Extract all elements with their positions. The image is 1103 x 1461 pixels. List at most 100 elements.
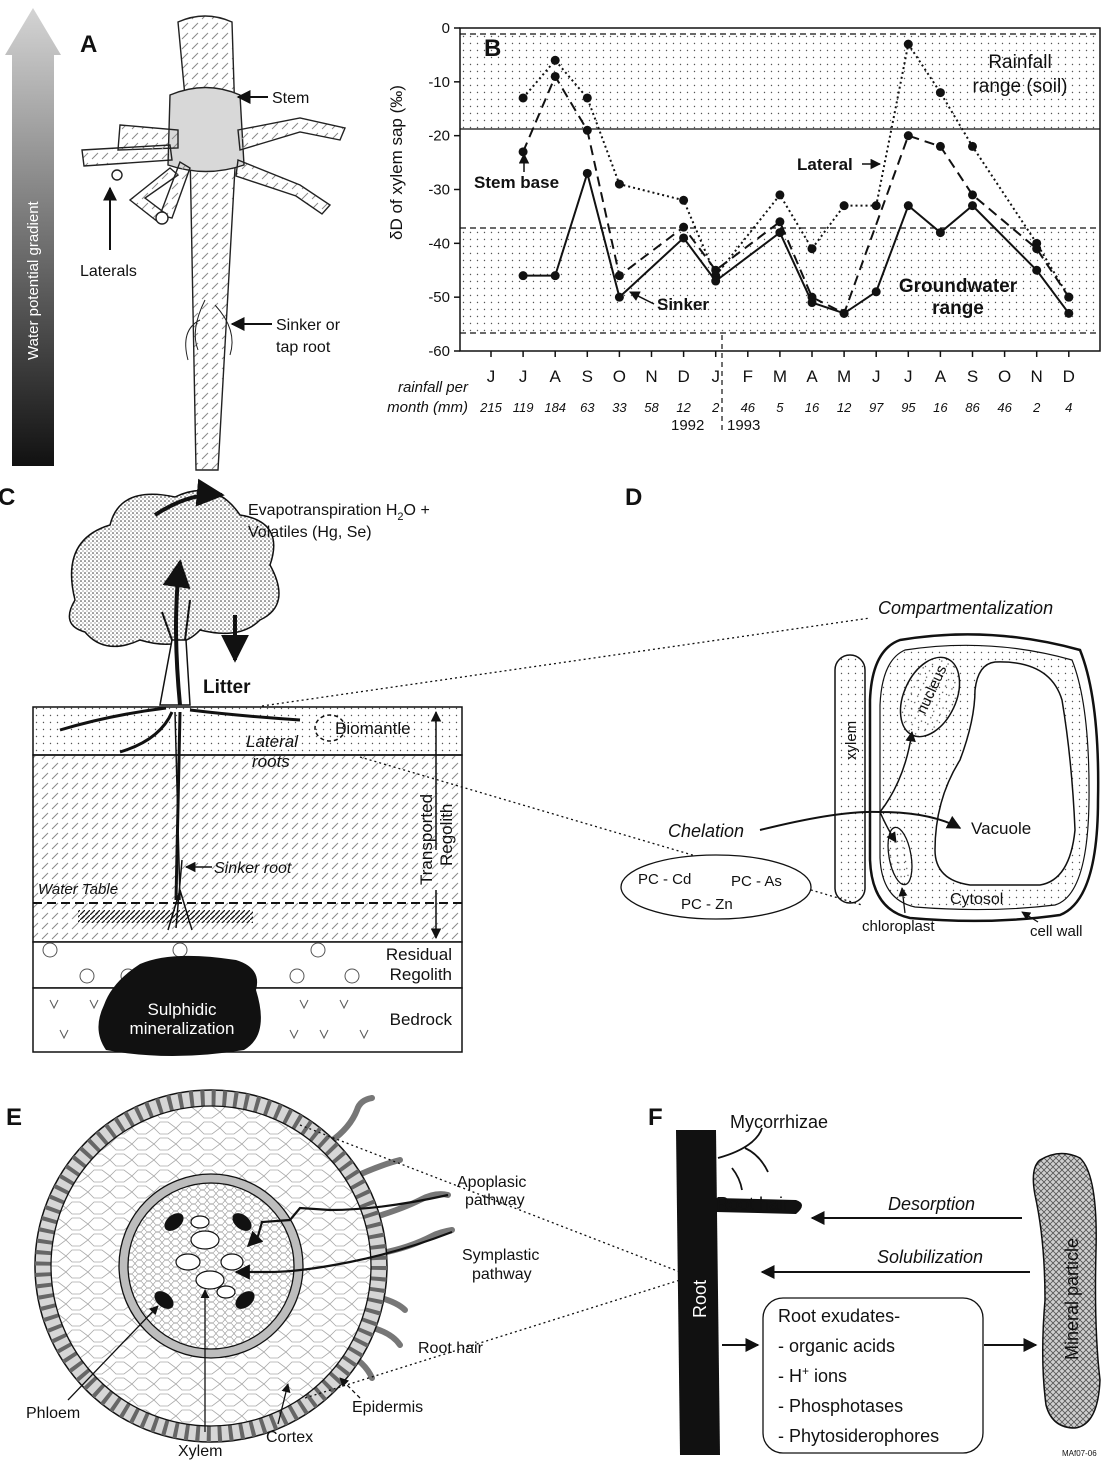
x-tick-label: J — [904, 367, 913, 386]
x-tick-label: J — [519, 367, 528, 386]
data-point — [936, 142, 945, 151]
data-point — [551, 56, 560, 65]
exudates-item-3: - Phosphotases — [778, 1396, 903, 1416]
data-point — [775, 190, 784, 199]
year-1993: 1993 — [727, 417, 760, 434]
epidermis-pointer — [340, 1378, 360, 1398]
data-point — [775, 228, 784, 237]
xylem-label: Xylem — [178, 1443, 222, 1460]
lateral-roots-label-2: roots — [252, 752, 290, 771]
data-point — [711, 277, 720, 286]
data-point — [711, 266, 720, 275]
rainfall-value: 4 — [1065, 400, 1072, 415]
pc-zn-label: PC - Zn — [681, 896, 733, 913]
pc-cd-label: PC - Cd — [638, 871, 691, 888]
figure-code: MAf07-06 — [1062, 1449, 1097, 1458]
data-point — [808, 298, 817, 307]
rainfall-value: 12 — [676, 400, 691, 415]
transported-label-1: Transported — [417, 794, 436, 885]
evapo-label: Evapotranspiration H2O + — [248, 502, 430, 523]
year-1992: 1992 — [671, 417, 704, 434]
biomantle-label: Biomantle — [335, 719, 411, 738]
rainfall-value: 2 — [1032, 400, 1041, 415]
stem-base-series-label: Stem base — [474, 173, 559, 192]
pc-as-label: PC - As — [731, 873, 782, 890]
data-point — [840, 309, 849, 318]
y-tick-label: -60 — [428, 343, 450, 360]
mycorrhizae-label: Mycorrhizae — [730, 1112, 828, 1132]
solubilization-label: Solubilization — [877, 1247, 983, 1267]
epidermis-label: Epidermis — [352, 1399, 423, 1416]
vacuole-label: Vacuole — [971, 819, 1031, 838]
panel-f-letter: F — [648, 1104, 663, 1131]
rainfall-value: 63 — [580, 400, 595, 415]
panel-c-letter: C — [0, 484, 15, 511]
xylem-label: xylem — [843, 721, 860, 760]
rainfall-row-label-2: month (mm) — [387, 399, 468, 416]
rainfall-value: 16 — [933, 400, 948, 415]
data-point — [936, 228, 945, 237]
desorption-label: Desorption — [888, 1194, 975, 1214]
data-point — [679, 196, 688, 205]
x-tick-label: J — [487, 367, 496, 386]
rainfall-value: 86 — [965, 400, 980, 415]
data-point — [551, 72, 560, 81]
stele — [128, 1183, 294, 1349]
rainfall-value: 95 — [901, 400, 916, 415]
exudates-title: Root exudates- — [778, 1306, 900, 1326]
transported-label-2: Regolith — [437, 804, 456, 866]
x-tick-label: M — [837, 367, 851, 386]
x-tick-label: A — [935, 367, 947, 386]
rainfall-range-label-2: range (soil) — [972, 76, 1067, 97]
y-tick-label: -40 — [428, 235, 450, 252]
panel-e-letter: E — [6, 1104, 22, 1131]
data-point — [519, 93, 528, 102]
gradient-label: Water potential gradient — [25, 200, 42, 360]
x-tick-label: D — [1063, 367, 1075, 386]
panel-f: F Root Root hair Mycorrhizae Desorption … — [648, 1104, 1100, 1458]
rainfall-value: 16 — [805, 400, 820, 415]
data-point — [936, 88, 945, 97]
sulphidic-label-2: mineralization — [130, 1019, 235, 1038]
data-point — [872, 201, 881, 210]
rainfall-value: 46 — [741, 400, 756, 415]
residual-label-2: Regolith — [390, 965, 452, 984]
data-point — [904, 131, 913, 140]
mycorrhizae-hyphae — [718, 1128, 768, 1190]
lateral-roots-label-1: Lateral — [246, 732, 299, 751]
residual-label-1: Residual — [386, 945, 452, 964]
rainfall-value: 2 — [711, 400, 720, 415]
sulphidic-label-1: Sulphidic — [148, 1000, 217, 1019]
data-point — [615, 180, 624, 189]
symplastic-label-2: pathway — [472, 1266, 532, 1283]
data-point — [872, 287, 881, 296]
x-tick-label: F — [743, 367, 753, 386]
chelation-label: Chelation — [668, 821, 744, 841]
chart-ylabel: δD of xylem sap (‰) — [387, 85, 406, 240]
panel-b-letter: B — [484, 35, 501, 62]
rainfall-value: 215 — [479, 400, 502, 415]
x-tick-label: J — [872, 367, 881, 386]
laterals-label: Laterals — [80, 263, 137, 280]
data-point — [808, 244, 817, 253]
sinker-label: Sinker or — [276, 317, 341, 334]
stem-label: Stem — [272, 90, 309, 107]
x-tick-label: A — [550, 367, 562, 386]
data-point — [519, 147, 528, 156]
water-table-label: Water Table — [38, 881, 118, 898]
data-point — [904, 40, 913, 49]
data-point — [679, 223, 688, 232]
rainfall-value: 184 — [544, 400, 566, 415]
data-point — [583, 169, 592, 178]
rainfall-value: 5 — [776, 400, 784, 415]
data-point — [583, 126, 592, 135]
exudates-item-1: - organic acids — [778, 1336, 895, 1356]
x-tick-label: J — [711, 367, 720, 386]
data-point — [1064, 293, 1073, 302]
sinker-label-2: tap root — [276, 339, 331, 356]
sinker-root-label: Sinker root — [214, 860, 292, 877]
x-tick-label: A — [806, 367, 818, 386]
